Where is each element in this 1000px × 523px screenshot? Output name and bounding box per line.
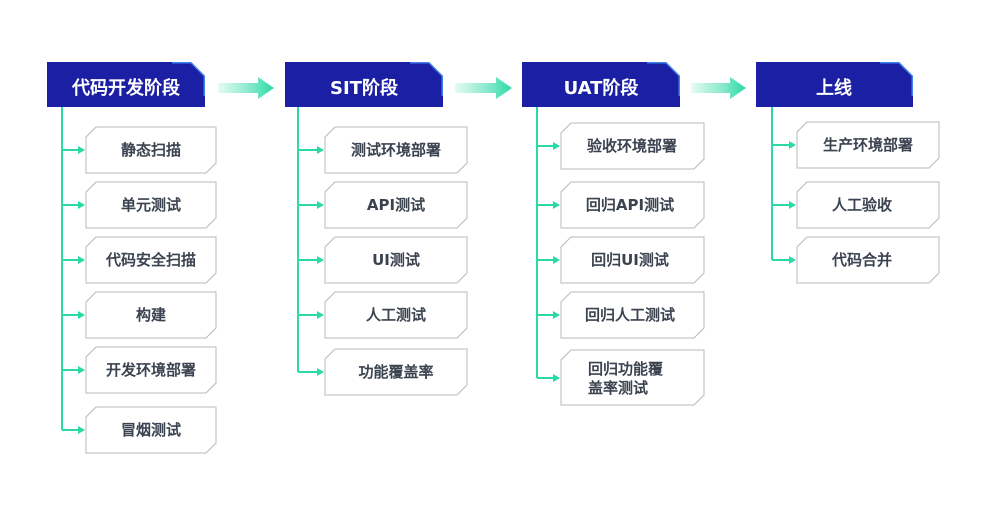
task-box <box>560 349 705 406</box>
stage-header-uat: UAT阶段 <box>522 62 680 107</box>
task-label: 回归API测试 <box>586 196 674 214</box>
branch-arrowhead <box>78 256 85 264</box>
stage-header-sit: SIT阶段 <box>285 62 443 107</box>
task-box <box>85 291 217 339</box>
task-label: 验收环境部署 <box>587 137 677 155</box>
branch-arrowhead <box>553 201 560 209</box>
stage-header-corner <box>880 62 913 96</box>
task-label: 测试环境部署 <box>351 141 441 159</box>
stage-header-corner <box>172 62 205 96</box>
task-item-smoke-test: 冒烟测试 <box>62 406 217 454</box>
task-item-dev-env-deploy: 开发环境部署 <box>62 346 217 394</box>
task-label: 冒烟测试 <box>121 421 181 439</box>
stage-header-box <box>756 62 913 107</box>
task-label: 功能覆盖率 <box>358 363 433 381</box>
task-item-code-merge: 代码合并 <box>772 236 940 284</box>
task-box <box>560 181 705 229</box>
task-label: 单元测试 <box>121 196 181 214</box>
stage-header-corner <box>410 62 443 96</box>
task-label: 回归功能覆 盖率测试 <box>588 360 668 397</box>
task-item-feature-coverage: 功能覆盖率 <box>298 348 468 396</box>
task-label-line-2: 盖率测试 <box>588 379 648 397</box>
task-label: 人工验收 <box>832 196 892 214</box>
branch-arrowhead <box>789 256 796 264</box>
task-item-acceptance-env-deploy: 验收环境部署 <box>537 122 705 170</box>
stage-title: UAT阶段 <box>564 77 640 99</box>
branch-arrowhead <box>78 426 85 434</box>
task-label: 开发环境部署 <box>106 361 196 379</box>
task-item-test-env-deploy: 测试环境部署 <box>298 126 468 174</box>
branch-arrowhead <box>78 201 85 209</box>
branch-arrowhead <box>553 142 560 150</box>
task-item-regression-manual-test: 回归人工测试 <box>537 291 705 339</box>
task-item-unit-test: 单元测试 <box>62 181 217 229</box>
stage-title: 代码开发阶段 <box>71 77 181 99</box>
branch-arrowhead <box>317 146 324 154</box>
branch-arrowhead <box>317 256 324 264</box>
stage-header-dev: 代码开发阶段 <box>47 62 205 107</box>
task-box <box>796 121 940 169</box>
task-box <box>560 122 705 170</box>
branch-arrowhead <box>553 374 560 382</box>
task-box <box>324 126 468 174</box>
branch-arrowhead <box>553 311 560 319</box>
stage-header-release: 上线 <box>756 62 913 107</box>
task-label: 代码安全扫描 <box>105 251 196 269</box>
task-label: UI测试 <box>372 251 420 269</box>
task-item-manual-acceptance: 人工验收 <box>772 181 940 229</box>
task-box <box>324 236 468 284</box>
branch-arrowhead <box>553 256 560 264</box>
stage-header-box <box>285 62 443 107</box>
task-item-prod-env-deploy: 生产环境部署 <box>772 121 940 169</box>
task-item-static-scan: 静态扫描 <box>62 126 217 174</box>
task-item-code-security-scan: 代码安全扫描 <box>62 236 217 284</box>
stage-title: 上线 <box>816 77 852 99</box>
task-item-regression-feature-coverage-test: 回归功能覆 盖率测试 <box>537 349 705 406</box>
branch-arrowhead <box>78 366 85 374</box>
stage-header-box <box>47 62 205 107</box>
task-item-regression-api-test: 回归API测试 <box>537 181 705 229</box>
stage-header-box <box>522 62 680 107</box>
flow-arrow-uat-to-release <box>691 77 746 99</box>
task-label: 代码合并 <box>831 251 892 269</box>
branch-arrowhead <box>78 311 85 319</box>
task-box <box>85 181 217 229</box>
task-label: 回归UI测试 <box>591 251 669 269</box>
branch-arrowhead <box>317 368 324 376</box>
branch-arrowhead <box>78 146 85 154</box>
branch-arrowhead <box>789 141 796 149</box>
task-box <box>796 236 940 284</box>
task-label: 回归人工测试 <box>585 306 675 324</box>
task-label: 构建 <box>136 306 167 324</box>
task-item-build: 构建 <box>62 291 217 339</box>
task-box <box>324 291 468 339</box>
task-box <box>796 181 940 229</box>
task-box <box>560 291 705 339</box>
task-label-line-1: 回归功能覆 <box>588 360 664 378</box>
stage-title: SIT阶段 <box>330 77 399 99</box>
task-box <box>560 236 705 284</box>
flow-arrow-sit-to-uat <box>455 77 512 99</box>
task-label: 生产环境部署 <box>823 136 913 154</box>
branch-arrowhead <box>317 201 324 209</box>
task-item-manual-test: 人工测试 <box>298 291 468 339</box>
task-label: API测试 <box>367 196 425 214</box>
stage-header-corner <box>647 62 680 96</box>
flow-arrow-dev-to-sit <box>218 77 274 99</box>
task-box <box>85 126 217 174</box>
task-box <box>85 236 217 284</box>
task-label: 人工测试 <box>366 306 426 324</box>
task-box <box>324 348 468 396</box>
task-box <box>324 181 468 229</box>
task-item-ui-test: UI测试 <box>298 236 468 284</box>
branch-arrowhead <box>317 311 324 319</box>
task-label: 静态扫描 <box>121 141 181 159</box>
task-item-regression-ui-test: 回归UI测试 <box>537 236 705 284</box>
task-box <box>85 406 217 454</box>
branch-arrowhead <box>789 201 796 209</box>
task-item-api-test: API测试 <box>298 181 468 229</box>
task-box <box>85 346 217 394</box>
